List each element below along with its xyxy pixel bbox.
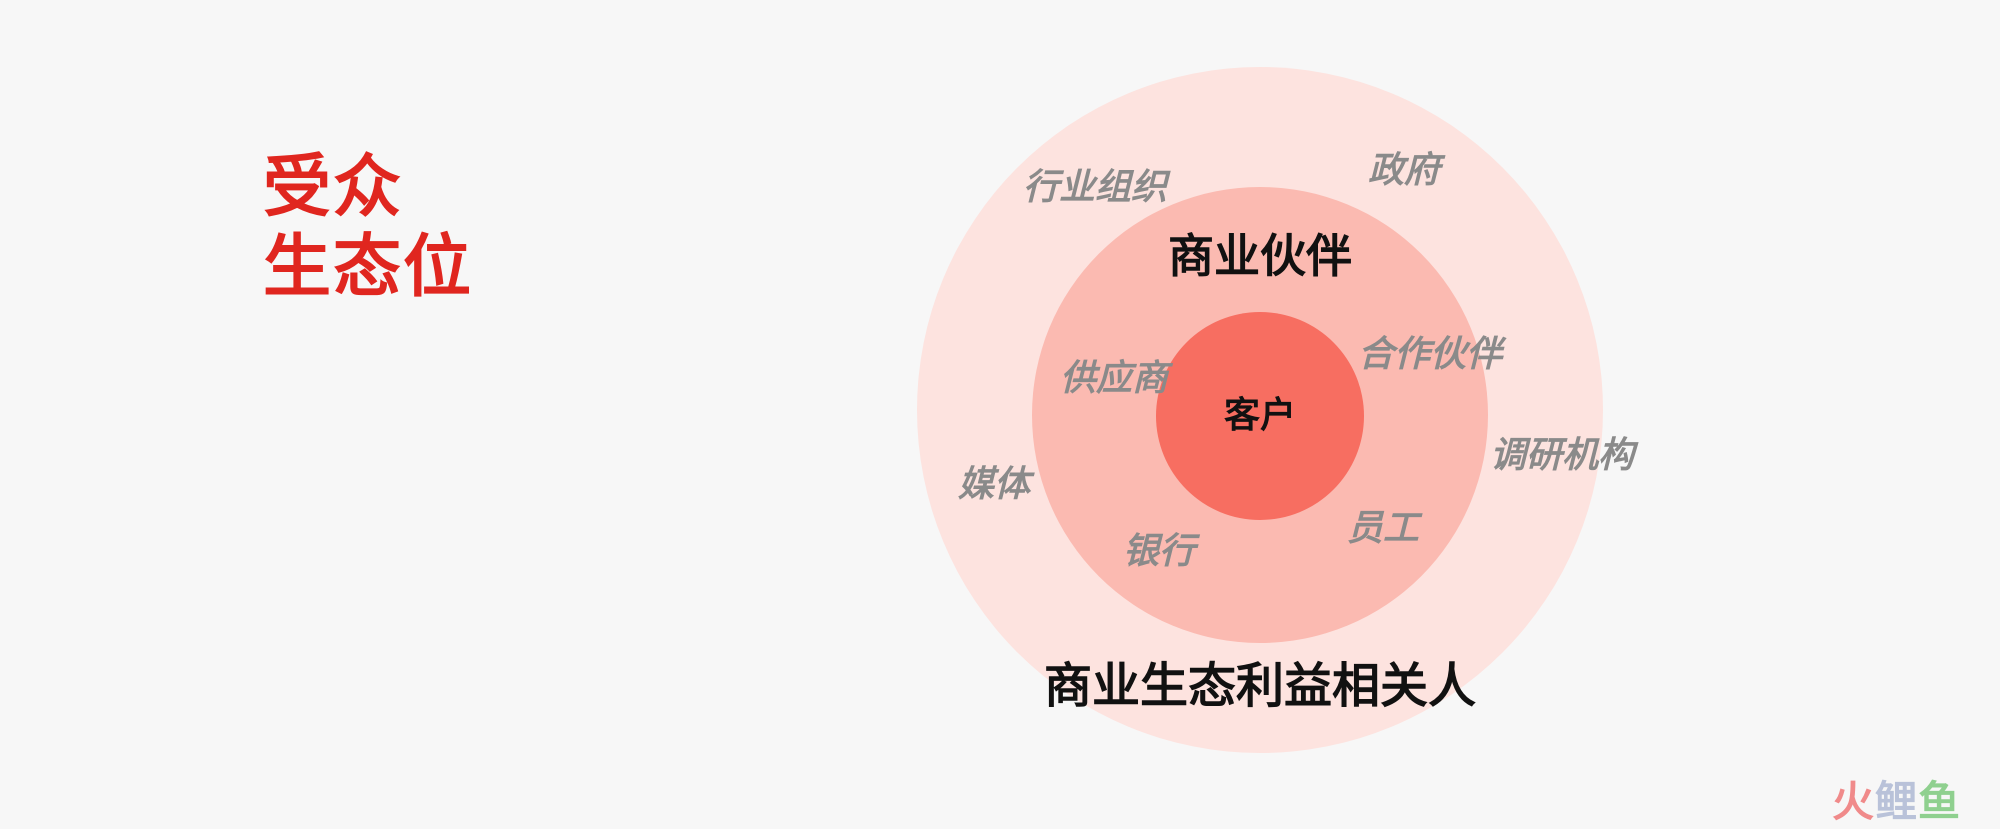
middle-item-bank: 银行 (1123, 531, 1201, 572)
middle-ring-label: 商业伙伴 (1168, 229, 1352, 283)
watermark-part-3: 鱼 (1918, 777, 1962, 826)
core-label: 客户 (1224, 395, 1296, 436)
watermark-logo: 火鲤鱼 (1832, 768, 1961, 829)
middle-item-supplier: 供应商 (1060, 358, 1174, 399)
title-line-1: 受众 (263, 148, 404, 227)
middle-item-employee: 员工 (1347, 508, 1423, 549)
outer-item-media: 媒体 (958, 464, 1035, 505)
outer-item-research: 调研机构 (1490, 435, 1639, 476)
outer-item-government: 政府 (1368, 150, 1446, 191)
watermark-part-1: 火 (1832, 777, 1876, 826)
page-title: 受众 生态位 (263, 148, 473, 308)
middle-item-partner: 合作伙伴 (1358, 334, 1507, 375)
outer-item-industry-org: 行业组织 (1023, 167, 1171, 208)
outer-ring-label: 商业生态利益相关人 (1044, 658, 1476, 714)
title-line-2: 生态位 (263, 228, 474, 307)
watermark-part-2: 鲤 (1875, 777, 1919, 826)
core-circle (1156, 312, 1364, 520)
